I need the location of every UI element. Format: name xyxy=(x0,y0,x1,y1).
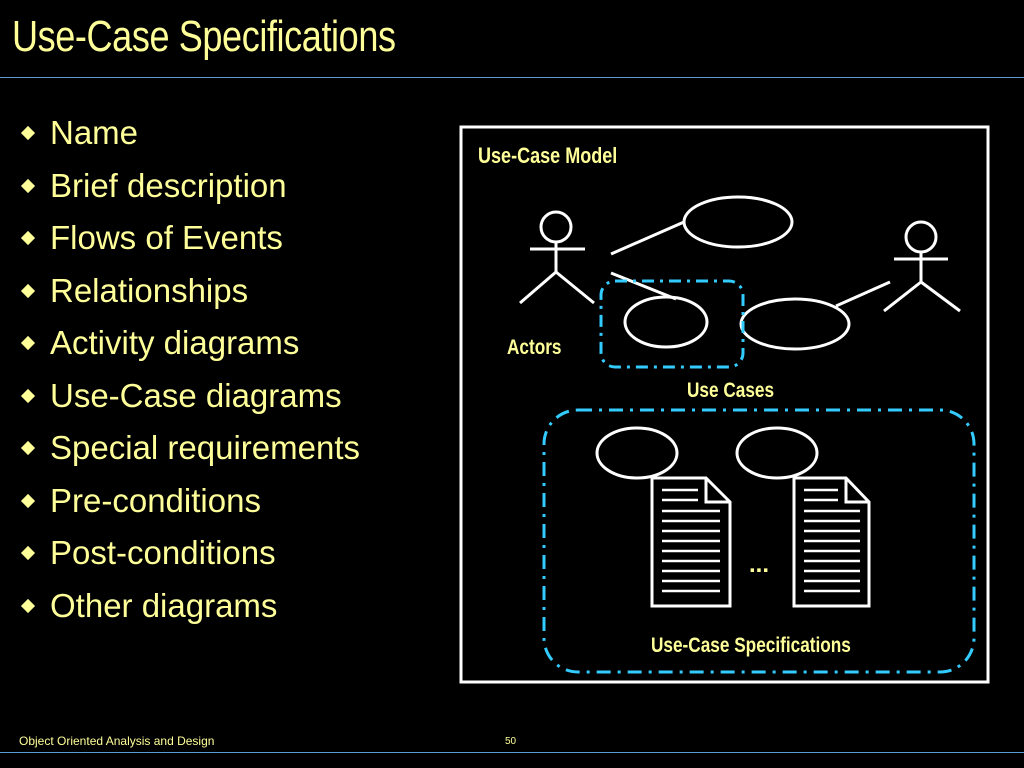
bullet-item: Flows of Events xyxy=(20,212,360,265)
footer-course: Object Oriented Analysis and Design xyxy=(19,734,215,748)
bullet-text: Other diagrams xyxy=(50,586,278,624)
specifications-label: Use-Case Specifications xyxy=(651,635,851,658)
bullet-item: Post-conditions xyxy=(20,527,360,580)
use-case-ellipse xyxy=(595,426,679,480)
bullet-item: Other diagrams xyxy=(20,580,360,633)
bullet-text: Flows of Events xyxy=(50,219,283,257)
bullet-text: Brief description xyxy=(50,166,287,204)
model-label: Use-Case Model xyxy=(478,144,617,168)
slide-title: Use-Case Specifications xyxy=(12,12,396,61)
use-cases-label: Use Cases xyxy=(687,380,774,403)
bullet-text: Post-conditions xyxy=(50,534,276,572)
footer-page-number: 50 xyxy=(505,736,517,747)
bullet-item: Relationships xyxy=(20,265,360,318)
document-icon xyxy=(792,476,871,608)
bullet-text: Relationships xyxy=(50,271,249,309)
bullet-text: Activity diagrams xyxy=(50,324,300,362)
selected-use-case-box xyxy=(599,279,745,369)
use-case-ellipse xyxy=(623,295,709,349)
specifications-box xyxy=(542,408,976,674)
bullet-text: Name xyxy=(50,114,139,152)
use-case-ellipse xyxy=(735,426,819,480)
document-icon xyxy=(650,476,732,608)
association-lines xyxy=(610,220,891,308)
model-frame xyxy=(459,125,990,684)
bullet-text: Special requirements xyxy=(50,429,360,467)
actor-right-icon xyxy=(883,220,961,313)
use-case-ellipse xyxy=(739,297,851,351)
actors-label: Actors xyxy=(507,337,562,360)
ellipsis-label: ... xyxy=(749,551,769,578)
bullet-item: Brief description xyxy=(20,160,360,213)
bullet-item: Special requirements xyxy=(20,422,360,475)
bullet-item: Pre-conditions xyxy=(20,475,360,528)
use-case-ellipse xyxy=(682,195,794,249)
bullet-text: Use-Case diagrams xyxy=(50,376,342,414)
footer-divider xyxy=(0,752,1024,753)
bullet-list: Name Brief description Flows of Events R… xyxy=(20,107,360,632)
actor-left-icon xyxy=(519,210,595,305)
title-divider xyxy=(0,77,1024,78)
bullet-item: Name xyxy=(20,107,360,160)
bullet-item: Use-Case diagrams xyxy=(20,370,360,423)
bullet-text: Pre-conditions xyxy=(50,481,261,519)
bullet-item: Activity diagrams xyxy=(20,317,360,370)
